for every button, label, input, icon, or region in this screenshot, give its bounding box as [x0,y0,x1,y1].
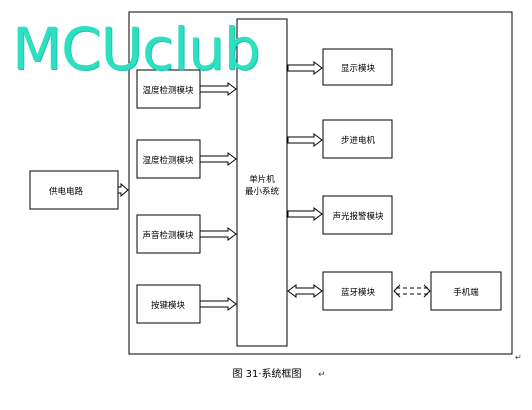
arrow-mcu-to-display [287,61,323,75]
left-block-label: 声音检测模块 [142,230,194,241]
left-block-keys: 按键模块 [136,284,201,324]
right-block-alarm: 声光报警模块 [322,195,393,235]
left-block-temperature: 温度检测模块 [136,69,201,109]
mcu-label-line1: 单片机 [249,174,275,185]
right-block-label: 声光报警模块 [332,211,384,222]
right-block-display: 显示模块 [322,48,393,86]
arrow-sound-to-mcu [199,227,237,241]
right-block-label: 蓝牙模块 [341,287,376,298]
paragraph-mark-caption: ↵ [318,370,326,380]
arrow-temperature-to-mcu [199,82,237,96]
mcuclub-watermark: MCUclub [12,15,261,83]
dashed-link-bluetooth-phone [393,284,431,298]
left-block-label: 湿度检测模块 [142,155,194,166]
left-block-humidity: 湿度检测模块 [136,139,201,179]
phone-block-label: 手机端 [453,287,479,298]
arrow-power-to-system [117,182,129,198]
arrow-mcu-to-alarm [287,207,323,221]
right-block-bluetooth: 蓝牙模块 [322,271,393,311]
left-block-label: 按键模块 [151,300,186,311]
right-block-label: 步进电机 [341,135,376,146]
right-block-label: 显示模块 [341,63,376,74]
outer-frame [128,11,513,355]
phone-block: 手机端 [430,271,502,311]
left-block-sound: 声音检测模块 [136,214,201,254]
arrow-humidity-to-mcu [199,152,237,166]
arrow-keys-to-mcu [199,297,237,311]
mcu-block: 单片机 最小系统 [236,18,288,347]
mcu-label-line2: 最小系统 [245,186,280,197]
right-block-stepper: 步进电机 [322,119,393,159]
figure-caption: 图 31·系统框图 [232,367,301,380]
paragraph-mark-right: ↵ [515,353,522,362]
arrow-mcu-to-stepper [287,133,323,147]
left-block-label: 温度检测模块 [142,85,194,96]
power-block: 供电电路 [29,170,119,210]
power-block-label: 供电电路 [49,186,84,197]
arrow-mcu-bluetooth-bidirectional [287,284,323,298]
